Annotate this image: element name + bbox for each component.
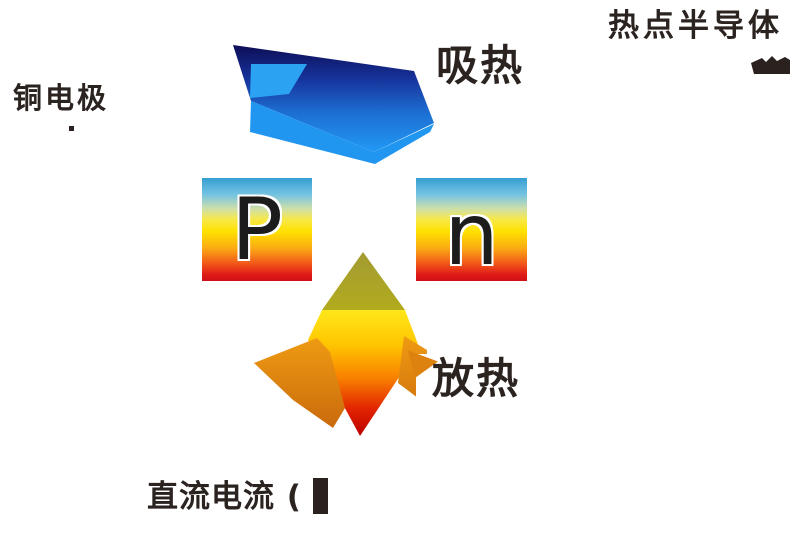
clipped-mark-below-copper bbox=[69, 126, 74, 131]
heat-release-label: 放热 bbox=[432, 354, 521, 403]
heat-release-arrow bbox=[254, 252, 427, 436]
blue-arrow-side-face bbox=[250, 64, 307, 98]
clipped-mark-after-paren bbox=[313, 478, 328, 514]
n-type-letter: n bbox=[444, 184, 499, 285]
release-arrow-cone bbox=[322, 252, 405, 310]
copper-electrode-label: 铜电极 bbox=[13, 81, 110, 115]
dc-current-label: 直流电流 ( bbox=[147, 479, 302, 515]
release-arrow-left-wing bbox=[254, 338, 345, 428]
clipped-mark-top-right bbox=[751, 56, 790, 74]
heat-absorb-label: 吸热 bbox=[436, 41, 525, 90]
blue-arrow-bottom-face bbox=[250, 101, 434, 164]
n-type-block: n bbox=[416, 178, 527, 285]
heat-absorb-arrow bbox=[233, 45, 434, 164]
thermoelectric-semiconductor-label: 热点半导体 bbox=[608, 8, 783, 44]
heat-absorb-label-bg bbox=[428, 38, 530, 100]
release-arrow-body bbox=[308, 310, 419, 436]
p-type-letter: P bbox=[231, 179, 283, 280]
p-type-block: P bbox=[202, 178, 312, 281]
dc-current-label-bg bbox=[126, 474, 310, 524]
